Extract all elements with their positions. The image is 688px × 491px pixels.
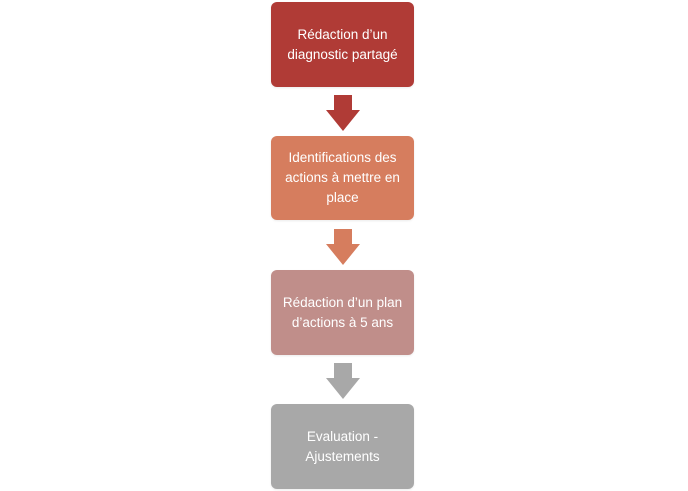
arrow-2-shape [326, 229, 360, 265]
arrow-1-shape [326, 95, 360, 131]
step-label: Rédaction d’un plan d’actions à 5 ans [282, 294, 403, 330]
step-box-diagnostic: Rédaction d’un diagnostic partagé [271, 2, 414, 87]
step-label: Evaluation - Ajustements [305, 428, 380, 464]
step-box-plan: Rédaction d’un plan d’actions à 5 ans [271, 270, 414, 355]
step-label: Rédaction d’un diagnostic partagé [287, 26, 398, 62]
arrow-3-shape [326, 363, 360, 399]
step-label: Identifications des actions à mettre en … [285, 150, 400, 205]
step-box-identification: Identifications des actions à mettre en … [271, 136, 414, 220]
arrow-down-icon [326, 363, 360, 399]
arrow-down-icon [326, 95, 360, 131]
step-box-evaluation: Evaluation - Ajustements [271, 404, 414, 489]
arrow-down-icon [326, 229, 360, 265]
